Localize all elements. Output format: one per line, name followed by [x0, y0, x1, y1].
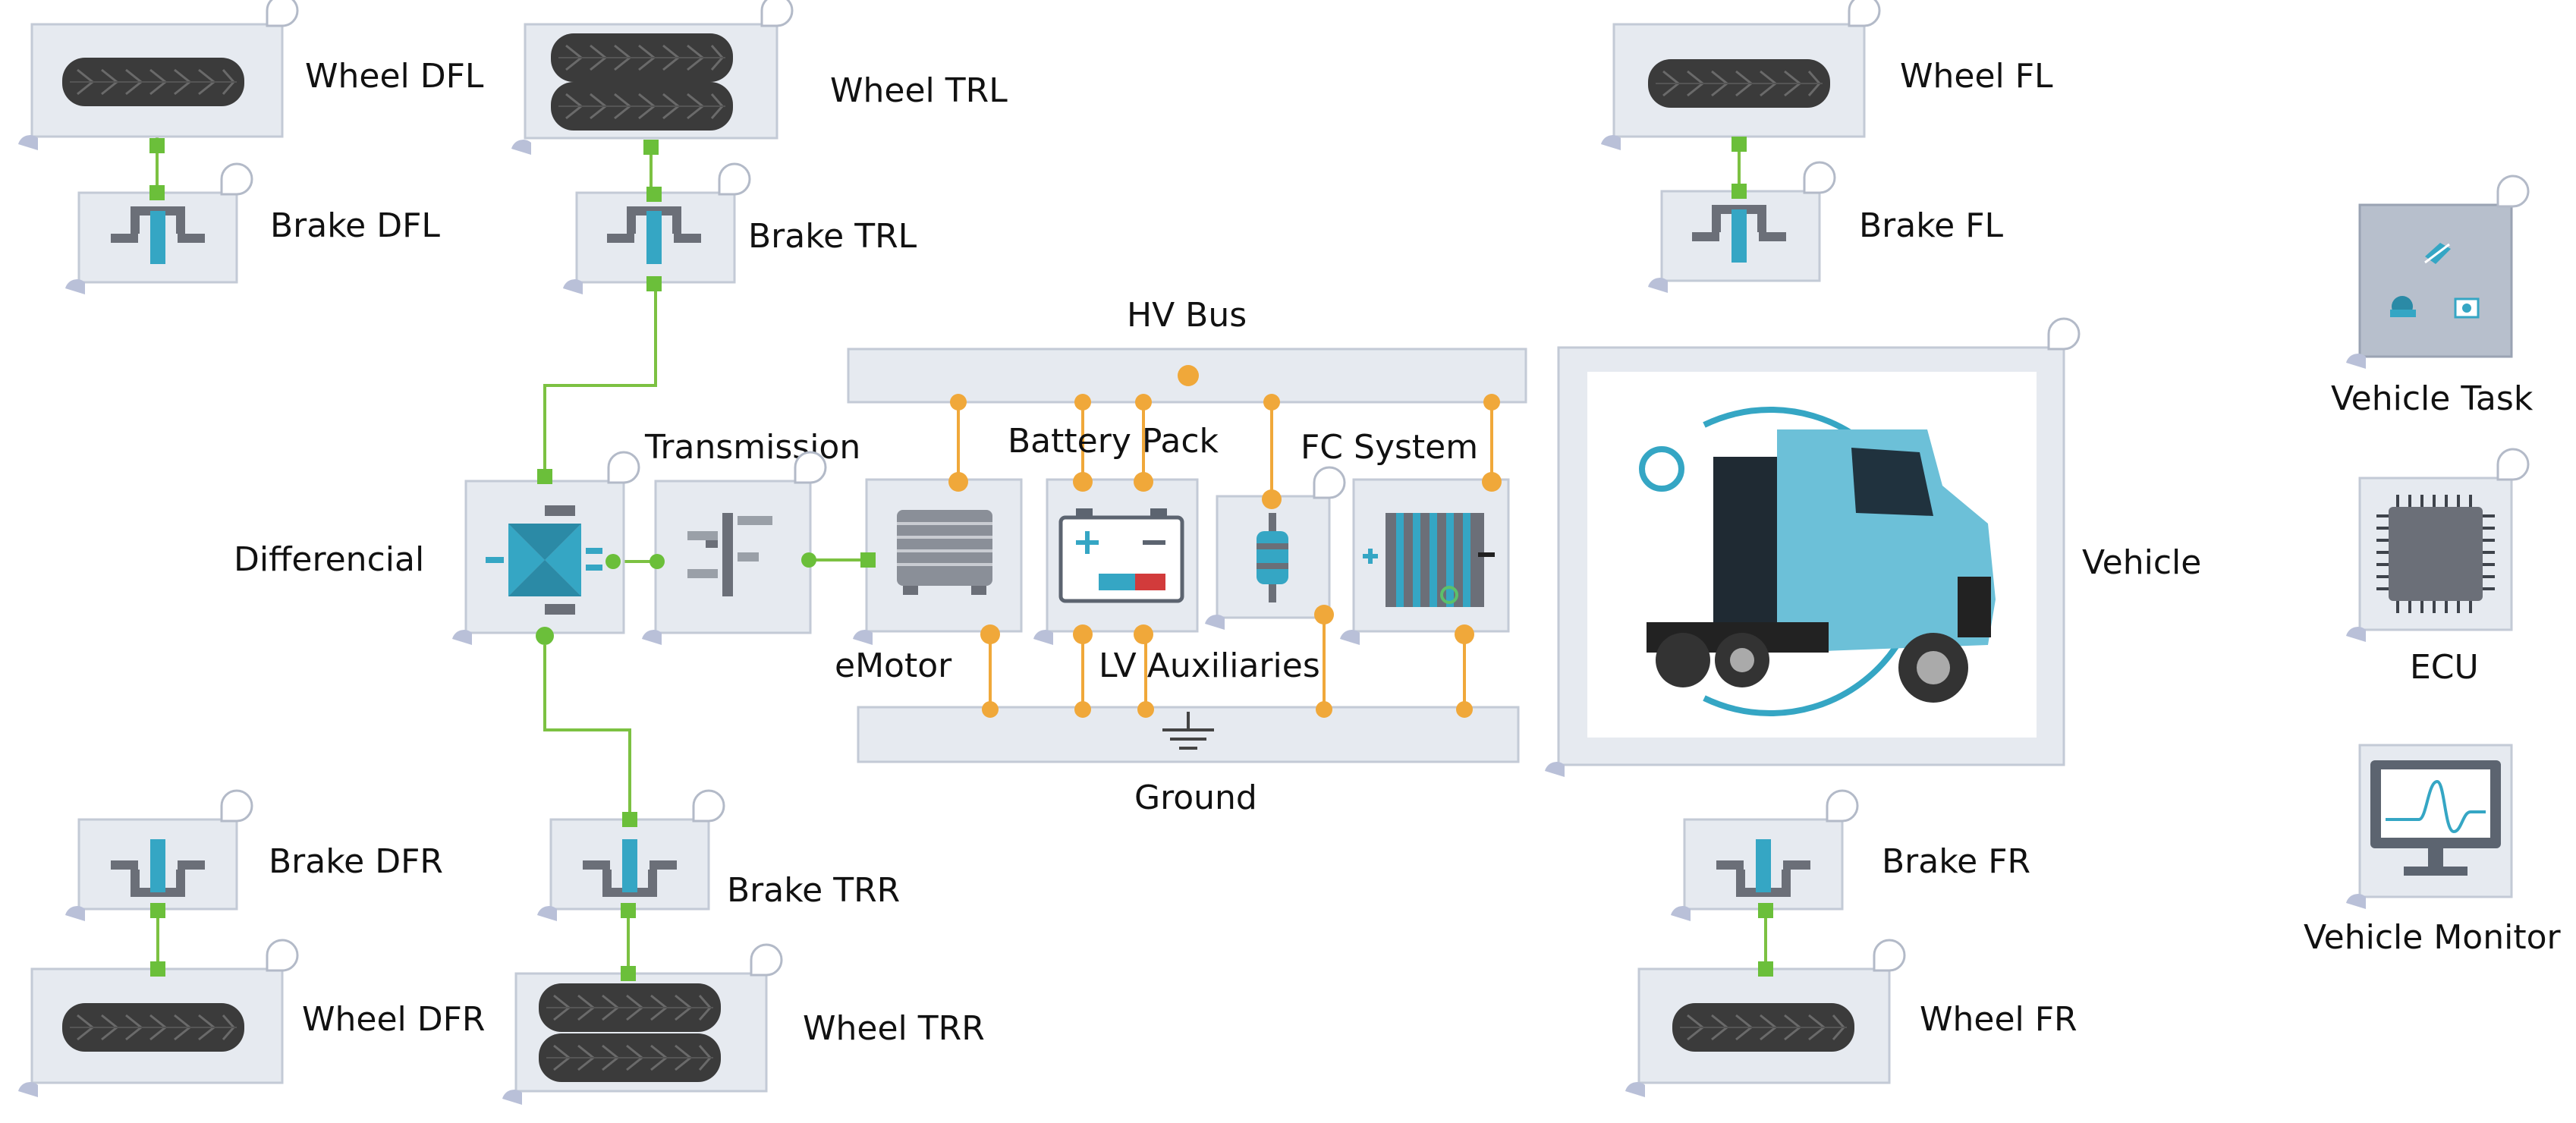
task-icon — [2390, 243, 2480, 319]
fc-system-label: FC System — [1301, 428, 1478, 467]
brake-fl-block[interactable] — [1648, 161, 1836, 293]
brake-trr-block[interactable] — [537, 789, 725, 921]
vehicle-block[interactable] — [1545, 317, 2081, 777]
differencial-block[interactable] — [452, 451, 640, 645]
truck-image — [1639, 407, 1996, 716]
tire-icon — [537, 982, 722, 1033]
brake-trr-label: Brake TRR — [727, 871, 900, 910]
tire-icon — [1671, 1002, 1856, 1053]
wheel-dfr-block[interactable] — [18, 939, 299, 1097]
wheel-fr-label: Wheel FR — [1920, 1000, 2077, 1039]
emotor-label: eMotor — [835, 646, 952, 685]
wheel-fr-block[interactable] — [1625, 939, 1906, 1097]
vehicle-task-label: Vehicle Task — [2331, 379, 2534, 418]
lv-auxiliaries-block[interactable] — [1205, 466, 1346, 630]
brake-fr-label: Brake FR — [1882, 842, 2030, 881]
battery-pack-block[interactable] — [1033, 472, 1199, 645]
differential-icon — [486, 505, 602, 615]
ground-block[interactable] — [857, 701, 1520, 763]
battery-pack-label: Battery Pack — [1008, 422, 1219, 461]
electric-motor-icon — [897, 510, 992, 595]
monitor-icon — [2370, 760, 2501, 876]
wheel-fl-block[interactable] — [1601, 0, 1881, 152]
lv-auxiliaries-label: LV Auxiliaries — [1099, 646, 1320, 685]
ecu-label: ECU — [2410, 648, 2479, 687]
brake-dfr-label: Brake DFR — [269, 842, 443, 881]
wheel-trl-label: Wheel TRL — [830, 71, 1008, 110]
vehicle-monitor-block[interactable] — [2346, 744, 2513, 909]
brake-fl-label: Brake FL — [1859, 206, 2004, 245]
tire-icon — [549, 32, 734, 83]
hv-bus-label: HV Bus — [1127, 296, 1247, 335]
vehicle-task-block[interactable] — [2346, 175, 2530, 369]
fuel-cell-icon — [1363, 513, 1495, 607]
wheel-dfl-label: Wheel DFL — [305, 57, 484, 96]
tire-icon — [61, 1002, 246, 1053]
transmission-label: Transmission — [644, 428, 860, 467]
resistor-icon — [1257, 513, 1288, 602]
transmission-block[interactable] — [642, 451, 827, 645]
hv-bus-block[interactable] — [847, 348, 1527, 411]
tire-icon — [61, 56, 246, 108]
ecu-block[interactable] — [2346, 448, 2530, 642]
vehicle-monitor-label: Vehicle Monitor — [2304, 918, 2562, 957]
gear-shift-icon — [687, 513, 772, 596]
ground-icon — [1162, 712, 1214, 750]
ground-label: Ground — [1134, 779, 1257, 817]
brake-dfl-label: Brake DFL — [270, 206, 440, 245]
brake-fr-block[interactable] — [1671, 789, 1859, 921]
tire-icon — [1647, 58, 1832, 109]
wheel-dfr-label: Wheel DFR — [302, 1000, 486, 1039]
brake-dfr-block[interactable] — [65, 789, 253, 921]
fc-system-block[interactable] — [1340, 472, 1510, 645]
vehicle-label: Vehicle — [2082, 543, 2201, 582]
wheel-trl-block[interactable] — [511, 0, 794, 155]
chip-icon — [2376, 495, 2495, 613]
differencial-label: Differencial — [234, 540, 424, 579]
brake-trl-block[interactable] — [563, 162, 751, 294]
wheel-trr-block[interactable] — [502, 943, 783, 1105]
wheel-dfl-block[interactable] — [18, 0, 299, 153]
brake-trl-label: Brake TRL — [748, 217, 917, 256]
wheel-fl-label: Wheel FL — [1900, 57, 2053, 96]
wheel-trr-label: Wheel TRR — [803, 1009, 985, 1048]
battery-icon — [1058, 508, 1184, 603]
emotor-block[interactable] — [853, 472, 1023, 645]
brake-dfl-block[interactable] — [65, 162, 253, 294]
